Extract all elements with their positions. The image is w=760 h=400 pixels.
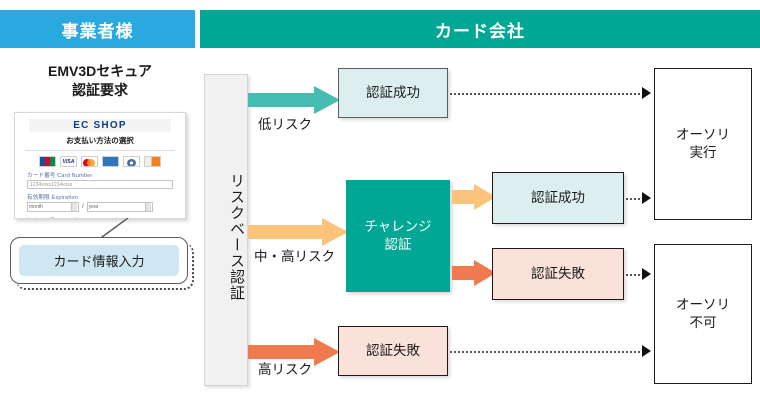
shop-subtitle: お支払い方法の選択 (15, 135, 185, 146)
box-challenge-auth: チャレンジ 認証 (346, 180, 450, 292)
box-authorization-denied: オーソリ 不可 (654, 244, 752, 384)
shop-name: EC SHOP (29, 119, 171, 132)
box-auth-success-challenge: 認証成功 (492, 172, 624, 224)
card-number-input[interactable]: 1234xxxx1234xxxx (27, 180, 173, 189)
arrowhead-success-mid-to-authz (642, 192, 651, 204)
label-mid-high-risk: 中・高リスク (254, 245, 335, 265)
mastercard-logo-icon (81, 156, 98, 167)
card-info-callout-label: カード情報入力 (19, 245, 179, 276)
jcb-logo-icon (39, 156, 56, 167)
expiration-separator: / (82, 204, 84, 210)
arrow-mid-high-risk (248, 218, 348, 246)
arrowhead-fail-bottom-to-authz-ng (642, 345, 651, 357)
arrow-challenge-success (452, 184, 496, 210)
expiration-year-select[interactable]: year (87, 202, 153, 212)
expiration-row: month / year (27, 202, 173, 212)
card-info-callout: カード情報入力 (10, 237, 188, 284)
chevron-down-icon (71, 203, 77, 211)
box-auth-success-low-risk: 認証成功 (338, 68, 448, 118)
label-high-risk: 高リスク (258, 358, 312, 378)
expiration-year-value: year (89, 204, 99, 210)
arrow-challenge-failure (452, 260, 496, 286)
card-brand-logos (15, 156, 185, 167)
emv-title-line2: 認証要求 (72, 82, 128, 98)
authz-ng-line1: オーソリ (676, 297, 730, 312)
discover-logo-icon (144, 156, 161, 167)
connector-success-top-to-authz (450, 93, 644, 95)
label-low-risk: 低リスク (258, 113, 312, 133)
shop-divider (25, 150, 175, 151)
expiration-month-select[interactable]: month (27, 202, 79, 212)
box-auth-failure-high-risk: 認証失敗 (338, 326, 448, 376)
arrowhead-fail-mid-to-authz-ng (642, 268, 651, 280)
risk-based-auth-box: リスクベース認証 (204, 74, 248, 386)
authz-ok-line1: オーソリ (676, 127, 730, 142)
ec-shop-mock-screenshot: EC SHOP お支払い方法の選択 カード番号 Card Number 1234… (14, 112, 186, 219)
amex-logo-icon (102, 156, 119, 167)
arrowhead-success-top-to-authz (642, 87, 651, 99)
card-number-label: カード番号 Card Number (27, 171, 185, 179)
box-authorization-execute: オーソリ 実行 (654, 68, 752, 220)
arrow-low-risk (248, 86, 340, 114)
challenge-line1: チャレンジ (364, 219, 431, 234)
risk-based-auth-label: リスクベース認証 (205, 147, 247, 327)
box-auth-failure-challenge: 認証失敗 (492, 248, 624, 300)
expiration-label: 有効期限 Expiration (27, 193, 185, 201)
authz-ng-line2: 不可 (690, 315, 717, 330)
expiration-month-value: month (29, 204, 43, 210)
visa-logo-icon (60, 156, 77, 167)
header-card-company: カード会社 (200, 10, 760, 48)
header-merchant: 事業者様 (0, 10, 195, 48)
challenge-line2: 認証 (385, 237, 412, 252)
authz-ok-line2: 実行 (690, 145, 717, 160)
chevron-down-icon (145, 203, 151, 211)
emv-title-line1: EMV3Dセキュア (48, 63, 152, 79)
emv-request-title: EMV3Dセキュア 認証要求 (10, 62, 190, 100)
connector-fail-bottom-to-authz-ng (450, 351, 644, 353)
diners-logo-icon (123, 156, 140, 167)
